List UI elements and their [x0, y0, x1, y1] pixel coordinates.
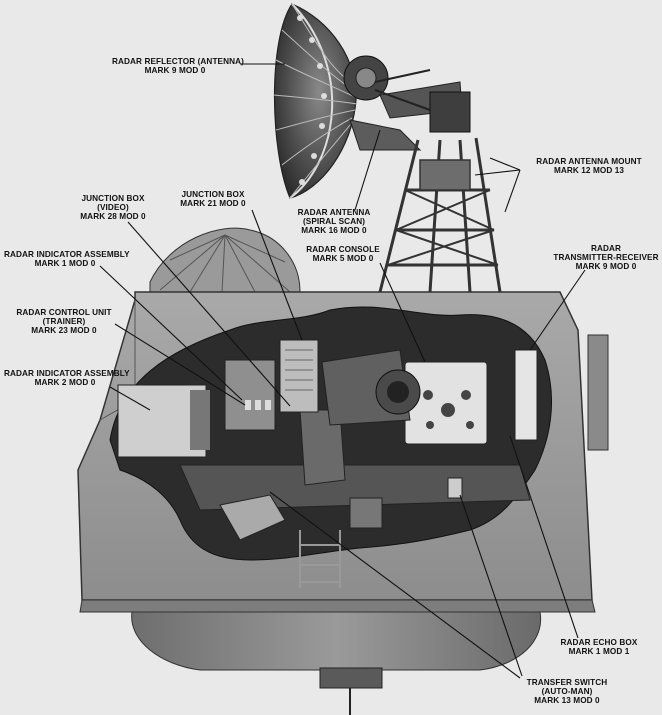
- label-line: RADAR CONTROL UNIT: [16, 308, 112, 317]
- label-line: MARK 1 MOD 1: [568, 647, 630, 656]
- label-line: (TRAINER): [42, 317, 86, 326]
- label-line: TRANSMITTER-RECEIVER: [553, 253, 659, 262]
- label-line: MARK 9 MOD 0: [575, 262, 637, 271]
- label-line: RADAR CONSOLE: [306, 245, 380, 254]
- label-line: (VIDEO): [97, 203, 129, 212]
- label-radar-indicator-mk2: RADAR INDICATOR ASSEMBLY MARK 2 MOD 0: [4, 369, 130, 387]
- label-line: MARK 2 MOD 0: [34, 378, 96, 387]
- label-junction-box-video: JUNCTION BOX (VIDEO) MARK 28 MOD 0: [58, 194, 168, 221]
- label-transfer-switch: TRANSFER SWITCH (AUTO-MAN) MARK 13 MOD 0: [522, 678, 612, 705]
- label-line: MARK 9 MOD 0: [144, 66, 206, 75]
- label-radar-echo-box: RADAR ECHO BOX MARK 1 MOD 1: [560, 638, 638, 656]
- label-radar-antenna-mount: RADAR ANTENNA MOUNT MARK 12 MOD 13: [520, 157, 658, 175]
- label-line: JUNCTION BOX: [81, 194, 145, 203]
- label-line: RADAR REFLECTOR (ANTENNA): [112, 57, 244, 66]
- label-radar-reflector: RADAR REFLECTOR (ANTENNA) MARK 9 MOD 0: [112, 57, 244, 75]
- leader-lines: [99, 63, 586, 679]
- label-line: MARK 28 MOD 0: [80, 212, 146, 221]
- label-line: RADAR ECHO BOX: [560, 638, 638, 647]
- label-line: MARK 21 MOD 0: [180, 199, 246, 208]
- label-line: (AUTO-MAN): [541, 687, 593, 696]
- label-radar-console: RADAR CONSOLE MARK 5 MOD 0: [300, 245, 386, 263]
- label-line: (SPIRAL SCAN): [302, 217, 366, 226]
- label-transmitter-receiver: RADAR TRANSMITTER-RECEIVER MARK 9 MOD 0: [552, 244, 660, 271]
- label-line: RADAR ANTENNA MOUNT: [536, 157, 642, 166]
- label-line: JUNCTION BOX: [181, 190, 245, 199]
- spiral-scan-antenna-dome: [149, 227, 301, 293]
- label-junction-box: JUNCTION BOX MARK 21 MOD 0: [165, 190, 261, 208]
- cutaway-interior: [109, 306, 553, 588]
- label-line: TRANSFER SWITCH: [526, 678, 608, 687]
- label-line: RADAR ANTENNA: [297, 208, 371, 217]
- antenna-feed-hub: [343, 55, 471, 151]
- radar-reflector-dish: [273, 3, 358, 199]
- label-line: MARK 23 MOD 0: [31, 326, 97, 335]
- label-line: RADAR INDICATOR ASSEMBLY: [4, 369, 130, 378]
- antenna-mount-tower: [378, 137, 502, 293]
- label-line: MARK 13 MOD 0: [534, 696, 600, 705]
- label-line: MARK 5 MOD 0: [312, 254, 374, 263]
- label-radar-indicator-mk1: RADAR INDICATOR ASSEMBLY MARK 1 MOD 0: [4, 250, 130, 268]
- label-line: MARK 16 MOD 0: [301, 226, 367, 235]
- label-radar-antenna: RADAR ANTENNA (SPIRAL SCAN) MARK 16 MOD …: [286, 208, 382, 235]
- label-radar-control-unit: RADAR CONTROL UNIT (TRAINER) MARK 23 MOD…: [16, 308, 112, 335]
- training-base: [79, 599, 596, 715]
- label-line: RADAR: [590, 244, 622, 253]
- label-line: RADAR INDICATOR ASSEMBLY: [4, 250, 130, 259]
- label-line: MARK 1 MOD 0: [34, 259, 96, 268]
- label-line: MARK 12 MOD 13: [553, 166, 625, 175]
